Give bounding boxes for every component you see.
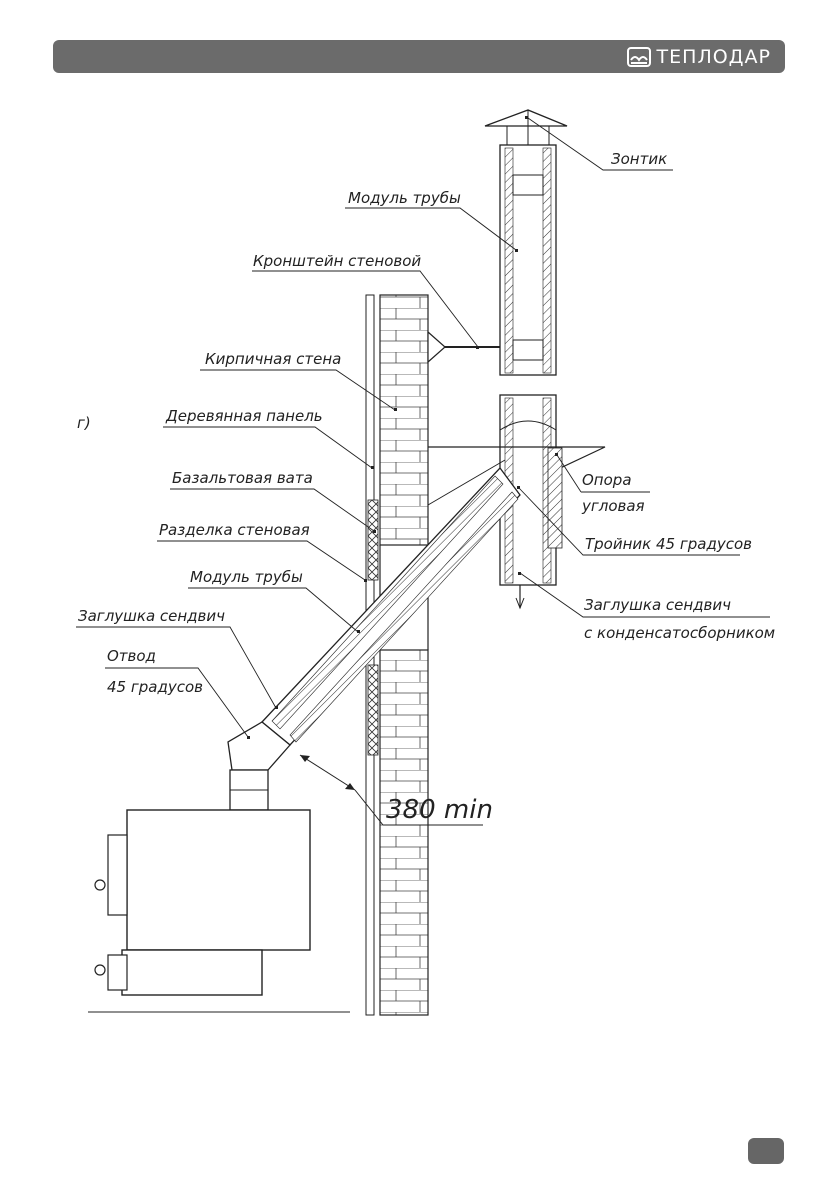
label-basalt-wool: Базальтовая вата <box>172 469 313 487</box>
leader-lines <box>76 117 770 738</box>
label-cap-cond-2: с конденсатосборником <box>584 624 775 642</box>
brand-mark-icon <box>626 46 651 67</box>
vertical-pipe-upper <box>499 144 557 376</box>
label-clearance: 380 min <box>386 795 493 825</box>
clearance-dimension <box>299 754 483 826</box>
label-brick-wall: Кирпичная стена <box>205 350 341 368</box>
elbow-45 <box>227 721 291 811</box>
label-support-2: угловая <box>581 497 645 515</box>
brick-wall <box>379 294 429 1016</box>
label-elbow-2: 45 градусов <box>107 678 203 696</box>
leader-dots <box>247 116 558 739</box>
variant-label: г) <box>77 414 91 432</box>
wall-bracket <box>427 330 500 364</box>
label-wall-passage: Разделка стеновая <box>159 521 310 539</box>
label-tee: Тройник 45 градусов <box>585 535 752 553</box>
label-wood-panel: Деревянная панель <box>165 407 323 425</box>
label-umbrella: Зонтик <box>611 150 667 168</box>
angle-support <box>427 446 606 549</box>
boiler <box>88 809 350 1013</box>
basalt-wool <box>367 499 379 756</box>
umbrella <box>484 109 568 145</box>
brand-name: ТЕПЛОДАР <box>656 45 771 68</box>
brand-logo: ТЕПЛОДАР <box>626 44 771 69</box>
label-pipe-module-top: Модуль трубы <box>348 189 461 207</box>
label-pipe-module: Модуль трубы <box>190 568 303 586</box>
label-elbow-1: Отвод <box>107 647 156 665</box>
label-support-1: Опора <box>582 471 632 489</box>
label-cap-cond-1: Заглушка сендвич <box>584 596 731 614</box>
label-sandwich-cap: Заглушка сендвич <box>78 607 225 625</box>
header-bar: ТЕПЛОДАР <box>53 40 785 73</box>
label-wall-bracket: Кронштейн стеновой <box>253 252 421 270</box>
inclined-pipe <box>261 466 521 746</box>
page-number-badge <box>748 1138 784 1164</box>
